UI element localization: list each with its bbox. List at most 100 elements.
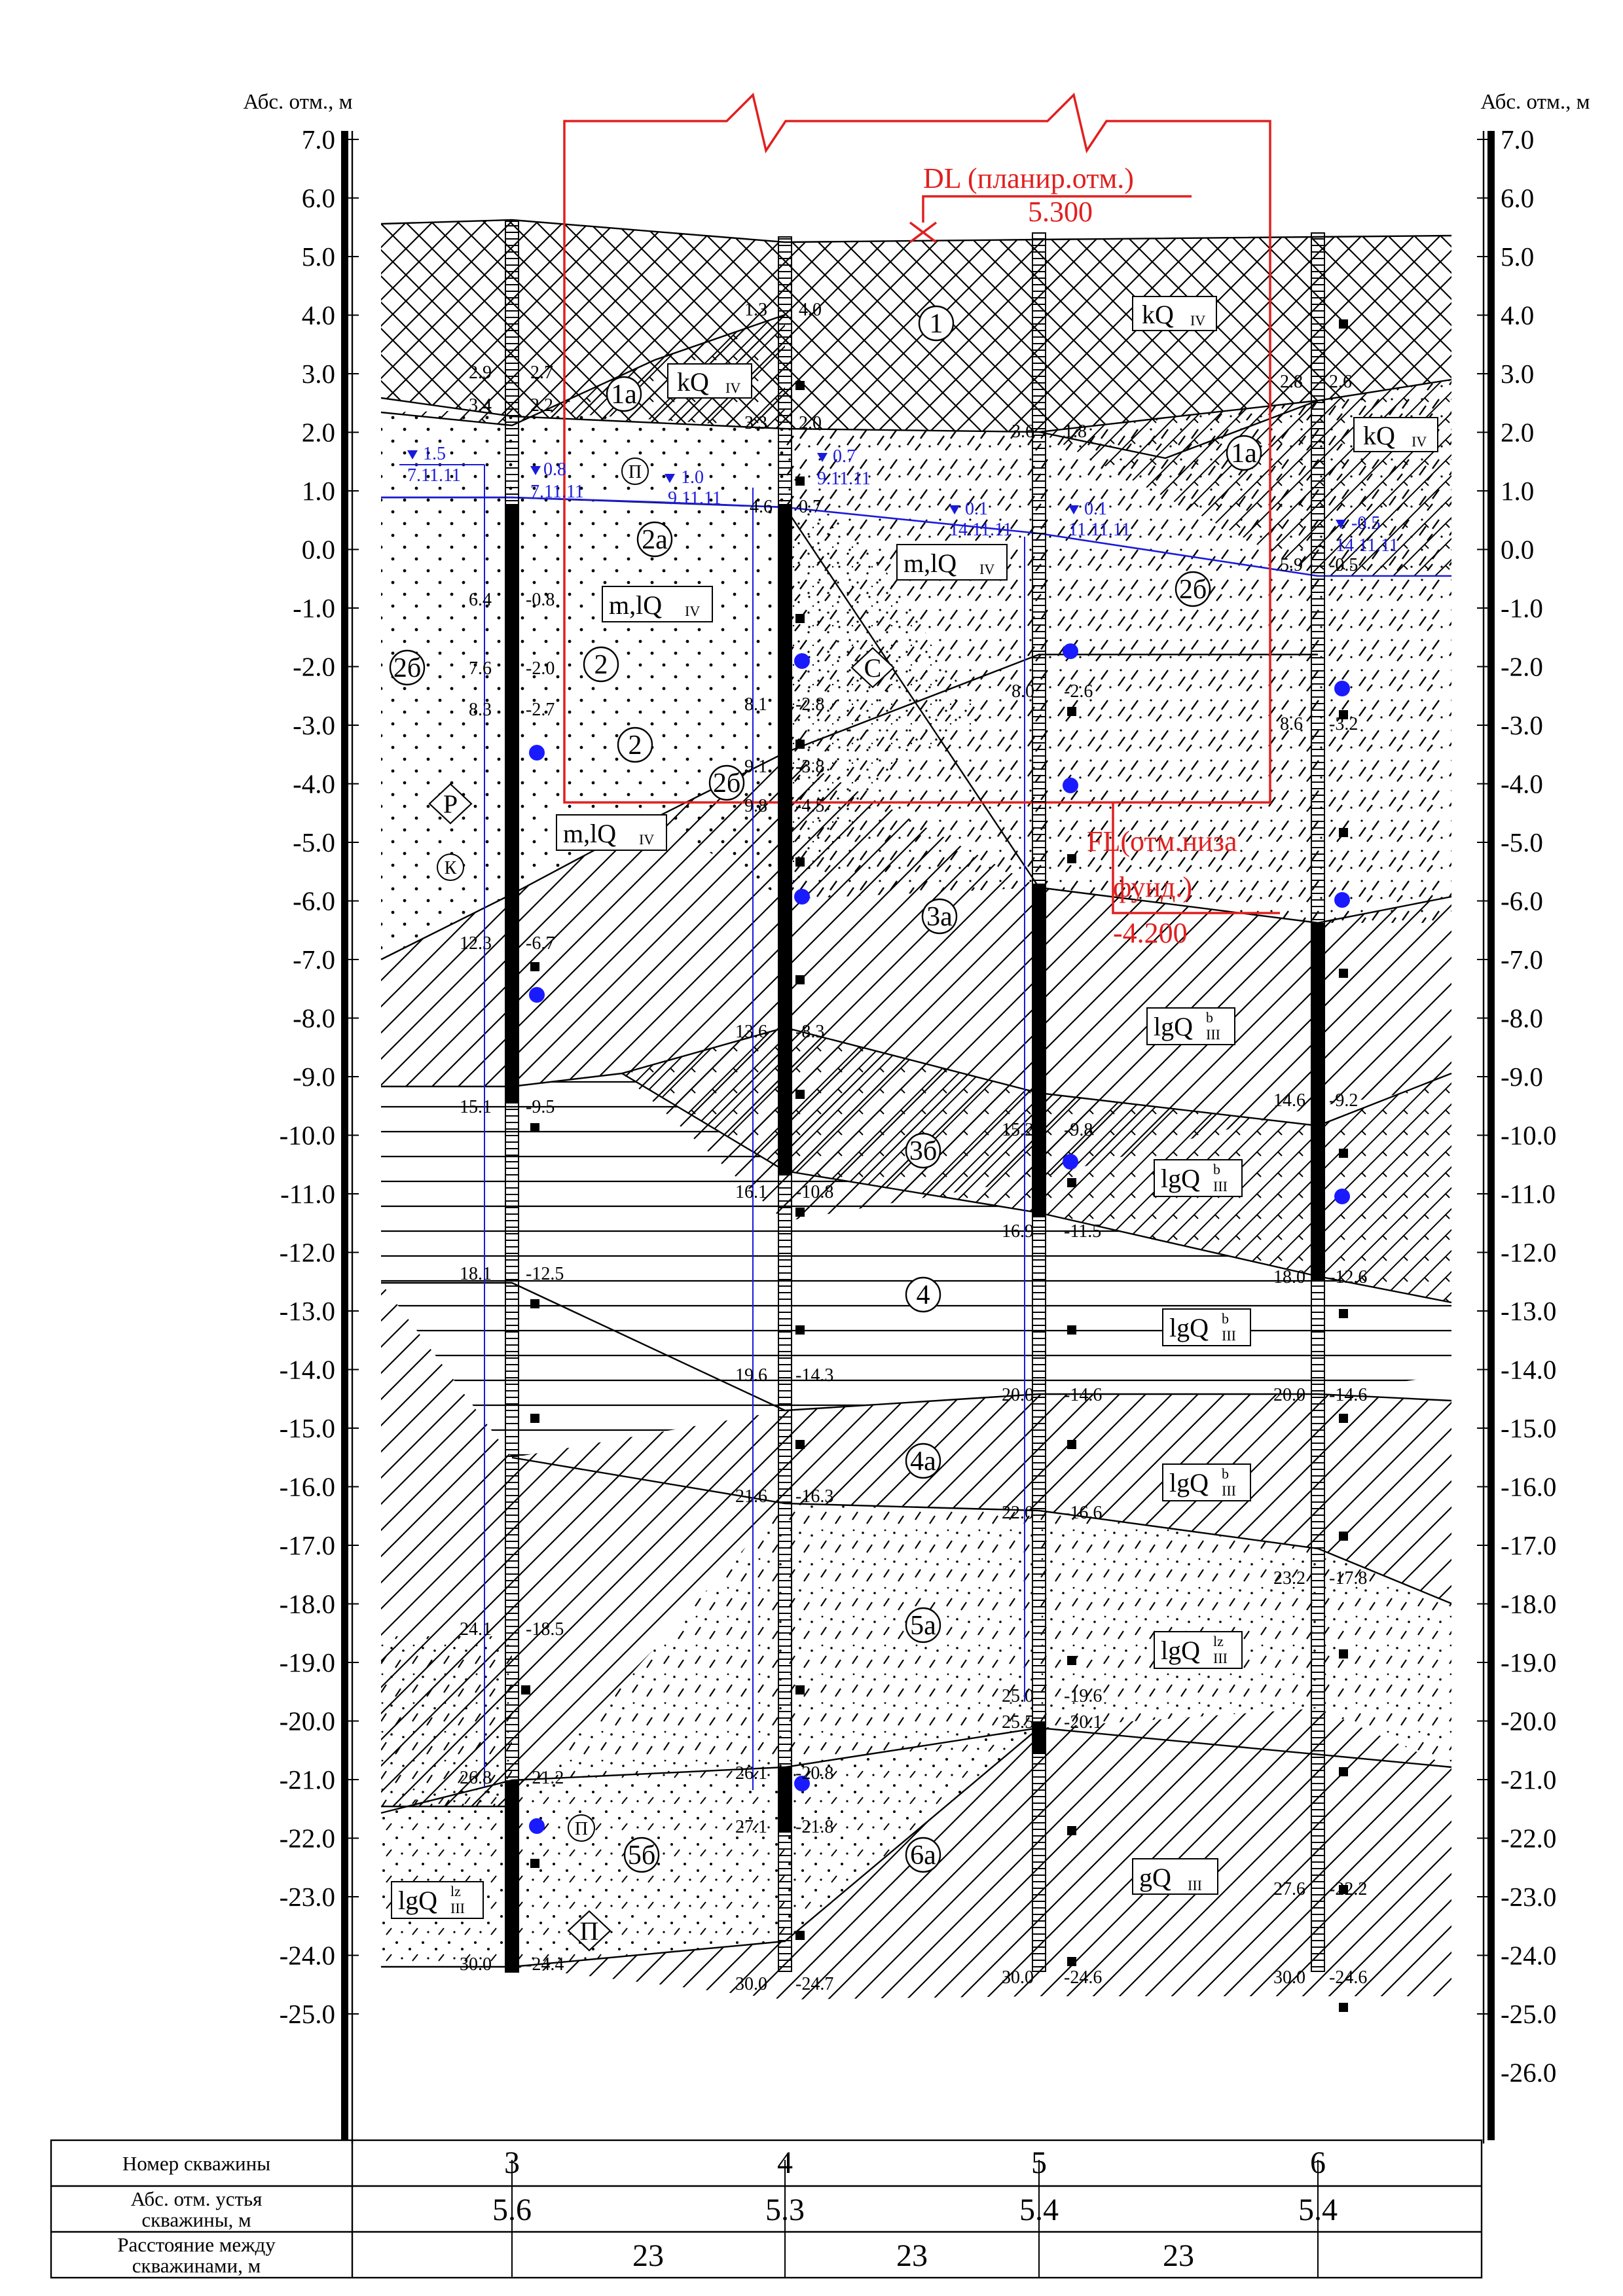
wl-bh4-b: 0.7 9.11.11 <box>817 446 871 489</box>
sample-dot <box>794 889 810 905</box>
geo-sub: IV <box>1412 433 1427 450</box>
right-tick-label: -14.0 <box>1501 1355 1556 1385</box>
geo-sup: b <box>1213 1161 1220 1177</box>
right-tick-label: -4.0 <box>1501 769 1543 799</box>
geo-sub: IV <box>1190 312 1205 329</box>
right-tick-label: 6.0 <box>1501 183 1534 213</box>
left-tick-label: -3.0 <box>293 710 335 740</box>
layer-label-text: 5б <box>628 1840 655 1871</box>
contact-elev: -21.8 <box>795 1817 833 1837</box>
layer-1a <box>381 315 785 429</box>
diamond-mark-c: С <box>850 647 895 689</box>
right-tick-label: -15.0 <box>1501 1413 1556 1443</box>
geo-index-9: lgQ b III <box>1162 1308 1251 1346</box>
borehole-number: 3 <box>504 2145 520 2180</box>
wl-date: 14.11.11 <box>1336 535 1398 556</box>
contact-depth: 2.8 <box>1280 372 1303 392</box>
geo-sub: III <box>1213 1650 1228 1666</box>
dl-label: DL (планир.отм.) <box>923 162 1134 194</box>
contact-elev: -17.8 <box>1329 1568 1367 1588</box>
left-tick-label: 2.0 <box>302 418 335 448</box>
geo-main: kQ <box>677 367 709 397</box>
left-tick-label: -20.0 <box>280 1706 335 1736</box>
contact-elev: -22.2 <box>1329 1879 1367 1899</box>
distance: 23 <box>1163 2238 1194 2273</box>
bottom-elev: -24.6 <box>1329 1967 1367 1988</box>
right-tick-label: -1.0 <box>1501 593 1543 623</box>
geo-index-3: kQ IV <box>1353 417 1438 452</box>
geo-main: kQ <box>1363 421 1395 450</box>
left-tick-label: -11.0 <box>280 1179 335 1209</box>
layer-label-text: 1а <box>1231 439 1257 469</box>
geo-index-2: kQ IV <box>1132 296 1217 331</box>
right-axis-ruler <box>1487 131 1495 2140</box>
layer-label-text: 6а <box>910 1840 936 1871</box>
sample-dot <box>529 745 545 761</box>
wl-date: 7.11.11 <box>530 482 584 502</box>
right-tick-label: 3.0 <box>1501 359 1534 389</box>
contact-depth: 9.1 <box>744 757 767 777</box>
sample-dot <box>1063 1154 1078 1170</box>
right-tick-label: 5.0 <box>1501 242 1534 272</box>
borehole-number: 4 <box>777 2145 793 2180</box>
geo-sup: b <box>1222 1465 1229 1482</box>
geo-sub: III <box>1222 1482 1236 1499</box>
left-tick-label: 0.0 <box>302 535 335 565</box>
contact-elev: -2.8 <box>795 694 824 715</box>
contact-elev: -21.2 <box>526 1768 564 1788</box>
contact-elev: -8.3 <box>795 1022 824 1042</box>
wl-value: 0.1 <box>965 499 988 519</box>
contact-depth: 3.6 <box>1012 422 1034 442</box>
right-tick-label: -13.0 <box>1501 1296 1556 1326</box>
right-axis: Абс. отм., м 7.06.05.04.03.02.01.00.0-1.… <box>1477 90 1590 2144</box>
contact-elev: -16.3 <box>795 1486 833 1507</box>
layer-label-3a: 3а <box>921 898 958 935</box>
row-label-distance-1: Расстояние между <box>117 2233 276 2256</box>
geo-sup: b <box>1206 1009 1213 1026</box>
geo-main: lgQ <box>1169 1468 1209 1498</box>
right-tick-label: -22.0 <box>1501 1823 1556 1854</box>
contact-depth: 18.1 <box>460 1264 492 1284</box>
borehole-5-core <box>1032 884 1046 1217</box>
geo-sub: IV <box>979 561 994 577</box>
mark-text: К <box>445 858 457 878</box>
geo-index-1: kQ IV <box>667 363 752 399</box>
left-tick-label: -21.0 <box>280 1765 335 1795</box>
sample-dot <box>1063 778 1078 793</box>
borehole-5-annotations: 3.6 1.8 8.0 -2.6 15.2 -9.8 16.9 -11.5 20… <box>1002 422 1102 1988</box>
layer-label-text: 2б <box>713 768 740 798</box>
left-tick-label: -14.0 <box>280 1355 335 1385</box>
mark-text: С <box>864 653 882 683</box>
borehole-3-core-b <box>505 1780 519 1972</box>
layer-label-2b-lens: 2б <box>708 764 745 801</box>
layer-label-text: 3а <box>926 902 953 932</box>
right-tick-label: -18.0 <box>1501 1589 1556 1619</box>
layer-2b <box>785 380 1451 923</box>
geo-main: kQ <box>1142 300 1174 329</box>
layer-label-5a: 5а <box>905 1607 941 1643</box>
circle-mark-p-bottom: П <box>568 1814 595 1842</box>
contact-depth: 26.8 <box>460 1768 492 1788</box>
table-frame <box>50 2139 1483 2279</box>
contact-elev: -20.1 <box>1064 1712 1102 1732</box>
geo-index-labels: kQ IV kQ IV kQ IV m,lQ IV m,lQ IV m,lQ I… <box>391 296 1438 1919</box>
layer-4a <box>381 1283 1451 1806</box>
left-tick-label: 1.0 <box>302 476 335 506</box>
left-tick-label: -8.0 <box>293 1003 335 1033</box>
right-tick-label: -5.0 <box>1501 827 1543 857</box>
bottom-elev: -24.6 <box>1064 1967 1102 1988</box>
contact-depth: 8.0 <box>1012 681 1034 702</box>
contact-depth: 5.9 <box>1280 555 1303 575</box>
geo-index-11: lgQ lz III <box>1154 1631 1243 1669</box>
diamond-mark-p: Р <box>428 783 473 825</box>
diamond-mark-sand: П <box>567 1910 611 1952</box>
layer-label-text: 2б <box>1179 575 1207 605</box>
contact-depth: 6.4 <box>469 590 492 610</box>
water-level-markers: 1.5 7.11.11 0.8 7.11.11 1.0 9.11.11 0.7 … <box>399 444 1398 556</box>
contact-depth: 8.1 <box>744 694 767 715</box>
sample-dot <box>1334 892 1350 908</box>
wl-value: 0.7 <box>833 446 856 467</box>
left-tick-label: -17.0 <box>280 1530 335 1560</box>
layer-label-1a: 1а <box>606 376 642 412</box>
borehole-number: 6 <box>1310 2145 1326 2180</box>
